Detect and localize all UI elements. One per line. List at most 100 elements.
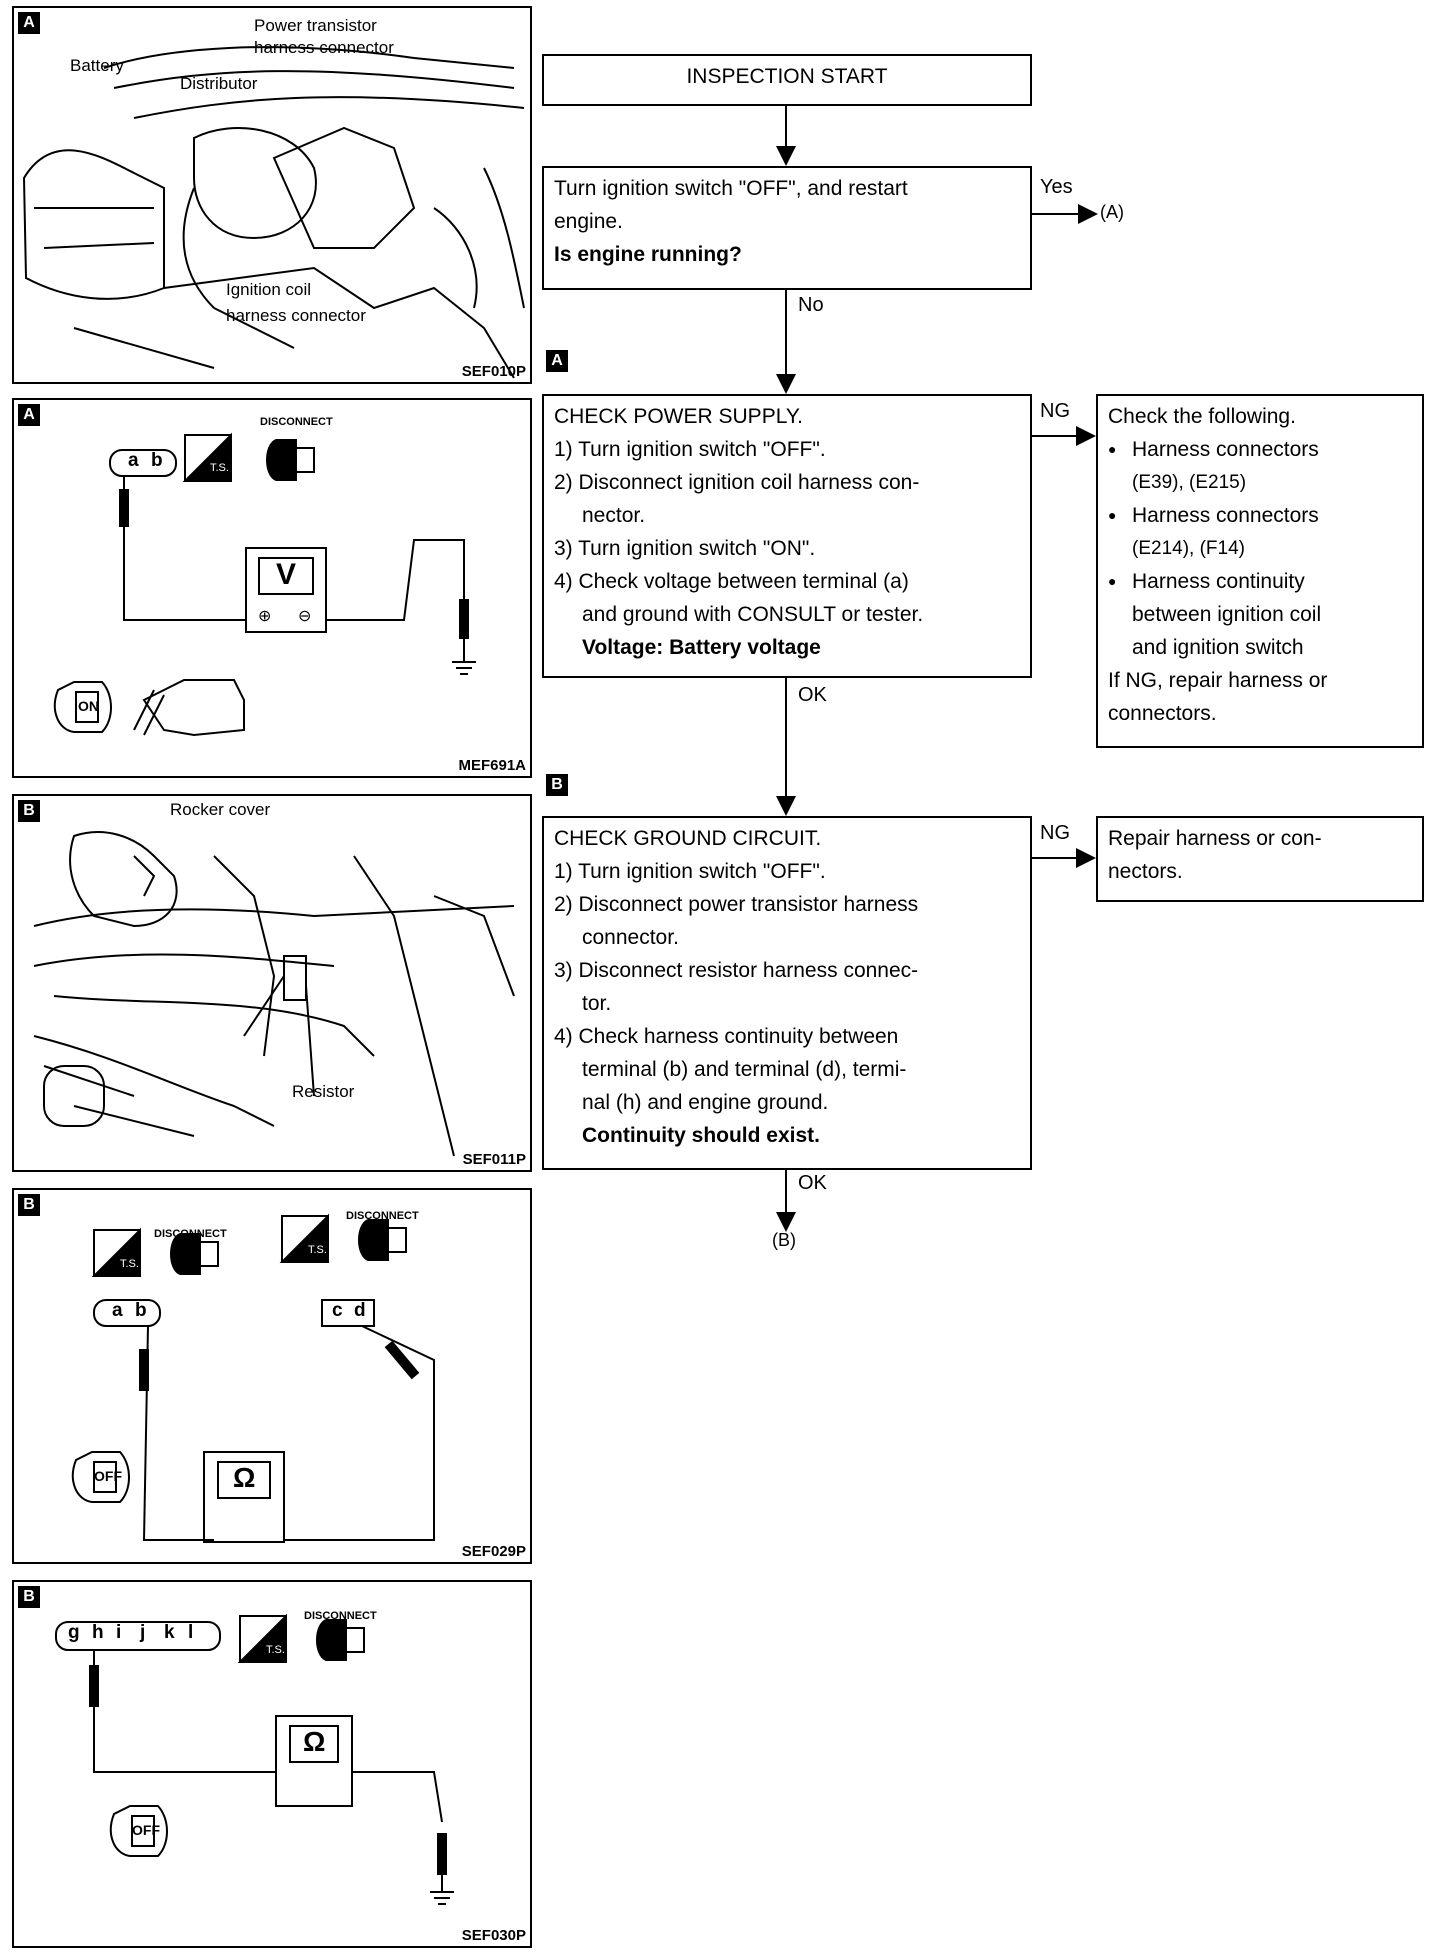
step-a-badge: A [546,350,568,372]
ts-label-2: T.S. [308,1244,327,1256]
terminal-a-label: a [112,1300,123,1321]
voltage-check-drawing [53,432,476,737]
power-ng-label: NG [1040,400,1070,422]
q1-line-2: engine. [554,210,623,233]
step-badge: B [18,1194,40,1216]
label-distributor: Distributor [180,74,258,93]
ground-step-2b: connector. [582,926,679,949]
plus-terminal-label: ⊕ [258,608,272,625]
step-badge: A [18,12,40,34]
power-ng-title: Check the following. [1108,405,1296,428]
terminal-a-label: a [128,450,139,471]
yes-target-label: (A) [1100,202,1124,222]
terminal-g-label: g [68,1622,80,1643]
power-ng-item-2b: (E214), (F14) [1132,538,1245,559]
label-battery: Battery [70,56,124,75]
power-ng-footer-1: If NG, repair harness or [1108,669,1328,692]
label-rocker-cover: Rocker cover [170,800,271,819]
power-step-4: 4) Check voltage between terminal (a) [554,570,909,593]
ohmmeter-label: Ω [233,1462,256,1493]
question-engine-running-box: Turn ignition switch "OFF", and restart … [542,166,1032,290]
ground-step-4: 4) Check harness continuity between [554,1025,899,1048]
disconnect-label-2: DISCONNECT [346,1210,419,1222]
terminal-row: g h i j k l [68,1622,206,1644]
step-badge: B [18,800,40,822]
terminal-k-label: k [164,1622,175,1643]
yes-label: Yes [1040,176,1073,198]
terminal-j-label: j [140,1622,146,1643]
step-b-badge: B [546,774,568,796]
terminal-b-label: b [151,450,163,471]
end-target-label: (B) [772,1230,796,1250]
illustration-panel-5: B g h i j k l DISCONNECT T.S. Ω OFF SEF0… [12,1580,532,1948]
engine-bay-drawing [33,831,515,1157]
label-ignition-coil-connector: harness connector [226,306,366,325]
label-ignition-coil: Ignition coil [226,280,312,299]
power-ng-item-1: Harness connectors [1108,433,1412,466]
minus-terminal-label: ⊖ [298,608,312,625]
step-badge: A [18,404,40,426]
power-ng-item-3: Harness continuity [1108,565,1412,598]
ground-ng-line-2: nectors. [1108,860,1183,883]
power-ng-list: Harness connectors (E39), (E215) Harness… [1108,433,1412,664]
ground-step-4c: nal (h) and engine ground. [582,1091,829,1114]
ts-label: T.S. [120,1258,139,1270]
voltmeter-label: V [276,558,297,591]
ground-ng-label: NG [1040,822,1070,844]
terminal-c-label: c [332,1300,343,1321]
terminal-i-label: i [116,1622,122,1643]
ground-ng-box: Repair harness or con- nectors. [1096,816,1424,902]
power-step-4b: and ground with CONSULT or tester. [582,603,924,626]
disconnect-label: DISCONNECT [260,416,333,428]
figure-code: MEF691A [458,757,526,774]
inspection-start-box: INSPECTION START [542,54,1032,106]
q1-line-1: Turn ignition switch "OFF", and restart [554,177,908,200]
key-on-label: ON [78,698,99,714]
label-resistor: Resistor [292,1082,355,1101]
power-ng-item-2: Harness connectors [1108,499,1412,532]
engine-bay-drawing [22,46,525,379]
label-power-transistor: Power transistor [254,16,377,35]
power-title: CHECK POWER SUPPLY. [554,405,803,428]
illustration-panel-2: A a b DISCONNECT T.S. V ⊕ ⊖ ON MEF691A [12,398,532,778]
power-ng-item-3c: and ignition switch [1132,636,1304,659]
key-off-label: OFF [94,1468,122,1484]
key-off-label: OFF [132,1822,160,1838]
terminal-d-label: d [354,1300,366,1321]
illustration-panel-4: B a b c d DISCONNECT DISCONNECT T.S. T.S… [12,1188,532,1564]
continuity-check-drawing [55,1613,454,1905]
disconnect-label: DISCONNECT [154,1228,227,1240]
terminal-h-label: h [92,1622,104,1643]
ground-ok-label: OK [798,1172,827,1194]
power-spec: Voltage: Battery voltage [582,636,821,659]
illustration-panel-3: B Rocker cover Resistor SEF011P [12,794,532,1172]
ground-step-3: 3) Disconnect resistor harness connec- [554,959,919,982]
power-ng-footer-2: connectors. [1108,702,1217,725]
ground-ng-line-1: Repair harness or con- [1108,827,1322,850]
power-ng-box: Check the following. Harness connectors … [1096,394,1424,748]
power-step-1: 1) Turn ignition switch "OFF". [554,438,826,461]
disconnect-label: DISCONNECT [304,1610,377,1622]
step-badge: B [18,1586,40,1608]
figure-code: SEF011P [462,1151,526,1168]
figure-code: SEF030P [461,1927,526,1944]
illustration-panel-1: A Power transistor harness connector Bat… [12,6,532,384]
terminal-l-label: l [188,1622,194,1643]
ground-step-1: 1) Turn ignition switch "OFF". [554,860,826,883]
ground-spec: Continuity should exist. [582,1124,821,1147]
inspection-start-label: INSPECTION START [686,65,888,88]
ground-step-4b: terminal (b) and terminal (d), termi- [582,1058,907,1081]
power-step-3: 3) Turn ignition switch "ON". [554,537,816,560]
figure-code: SEF029P [461,1543,526,1560]
power-ng-item-3b: between ignition coil [1132,603,1322,626]
power-step-2: 2) Disconnect ignition coil harness con- [554,471,920,494]
no-label: No [798,294,824,316]
figure-code: SEF010P [461,363,526,380]
terminal-b-label: b [135,1300,147,1321]
ground-step-2: 2) Disconnect power transistor harness [554,893,919,916]
ground-title: CHECK GROUND CIRCUIT. [554,827,822,850]
label-harness-connector: harness connector [254,38,394,57]
check-power-supply-box: CHECK POWER SUPPLY. 1) Turn ignition swi… [542,394,1032,678]
ts-label: T.S. [210,462,229,474]
check-ground-circuit-box: CHECK GROUND CIRCUIT. 1) Turn ignition s… [542,816,1032,1170]
